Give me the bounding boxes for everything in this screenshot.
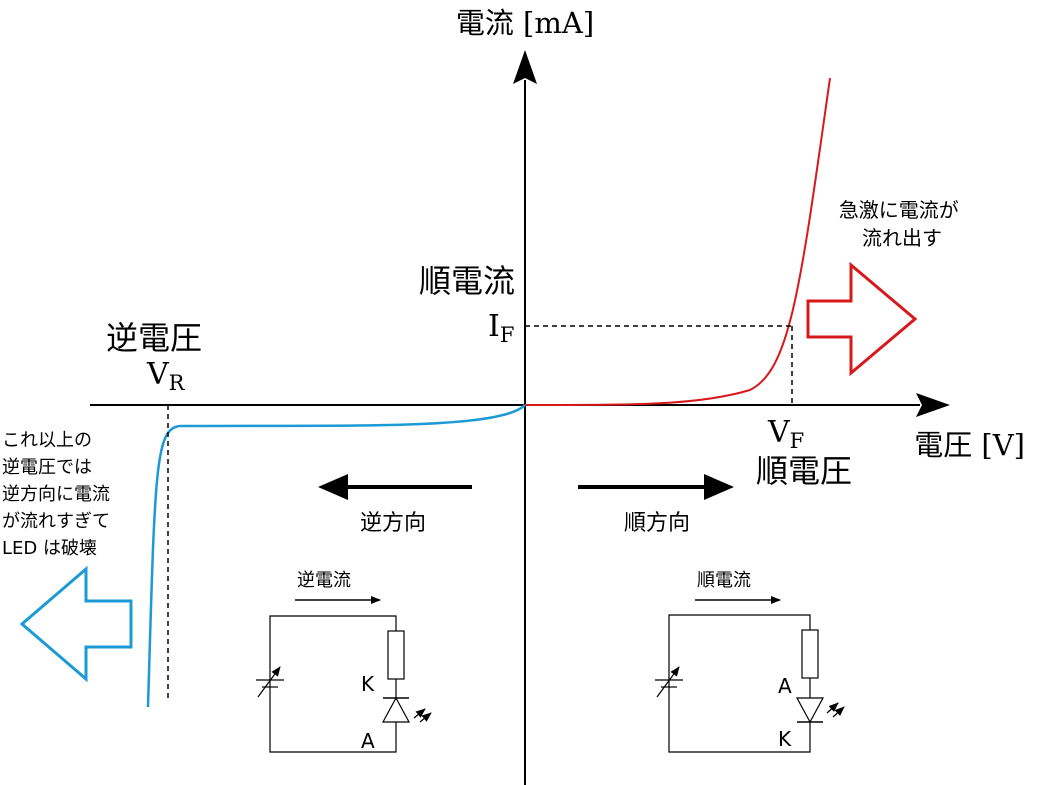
- forward-direction-arrowhead: [704, 474, 734, 500]
- forward-current-title: 順電流: [419, 262, 515, 300]
- reverse-circuit-wire: [269, 615, 397, 753]
- forward-circuit: 順電流 A K: [655, 570, 845, 753]
- reverse-voltage-title: 逆電圧: [106, 319, 202, 357]
- reverse-bottom-terminal: A: [361, 729, 375, 753]
- reverse-direction-arrowhead: [318, 474, 348, 500]
- reverse-hollow-arrow: [19, 565, 133, 683]
- forward-resistor: [801, 629, 819, 679]
- forward-circuit-title: 順電流: [697, 570, 751, 591]
- reverse-circuit: 逆電流 K A: [256, 570, 432, 753]
- reverse-direction-label: 逆方向: [360, 511, 426, 536]
- reverse-warning: これ以上の 逆電圧では 逆方向に電流 が流れすぎて LED は破壊: [2, 430, 116, 559]
- reverse-resistor: [387, 630, 405, 680]
- reverse-curve: [146, 404, 526, 708]
- x-axis-arrowhead: [916, 393, 950, 417]
- forward-light-emission-icon: [826, 702, 845, 718]
- y-axis-label: 電流 [mA]: [456, 6, 594, 40]
- forward-hollow-arrow: [806, 261, 918, 377]
- y-axis-arrowhead: [513, 50, 537, 84]
- forward-curve: [524, 77, 831, 406]
- forward-variable-source: [655, 666, 683, 698]
- forward-circuit-wire: [668, 614, 811, 753]
- axes: [90, 50, 950, 785]
- reverse-diode-triangle: [381, 696, 411, 723]
- vr-label: VR: [146, 357, 186, 395]
- if-label: IF: [488, 309, 514, 347]
- vf-label: VF: [767, 415, 804, 453]
- reverse-variable-source: [256, 666, 284, 698]
- reverse-light-emission-icon: [413, 708, 432, 723]
- forward-direction-label: 順方向: [624, 511, 690, 536]
- forward-diode-triangle: [795, 697, 825, 724]
- forward-bottom-terminal: K: [778, 727, 792, 751]
- forward-top-terminal: A: [778, 674, 792, 698]
- forward-voltage-title: 順電圧: [756, 452, 852, 490]
- forward-note: 急激に電流が 流れ出す: [839, 198, 965, 250]
- x-axis-label: 電圧 [V]: [914, 428, 1025, 462]
- reverse-circuit-title: 逆電流: [297, 570, 351, 591]
- reverse-top-terminal: K: [361, 672, 375, 696]
